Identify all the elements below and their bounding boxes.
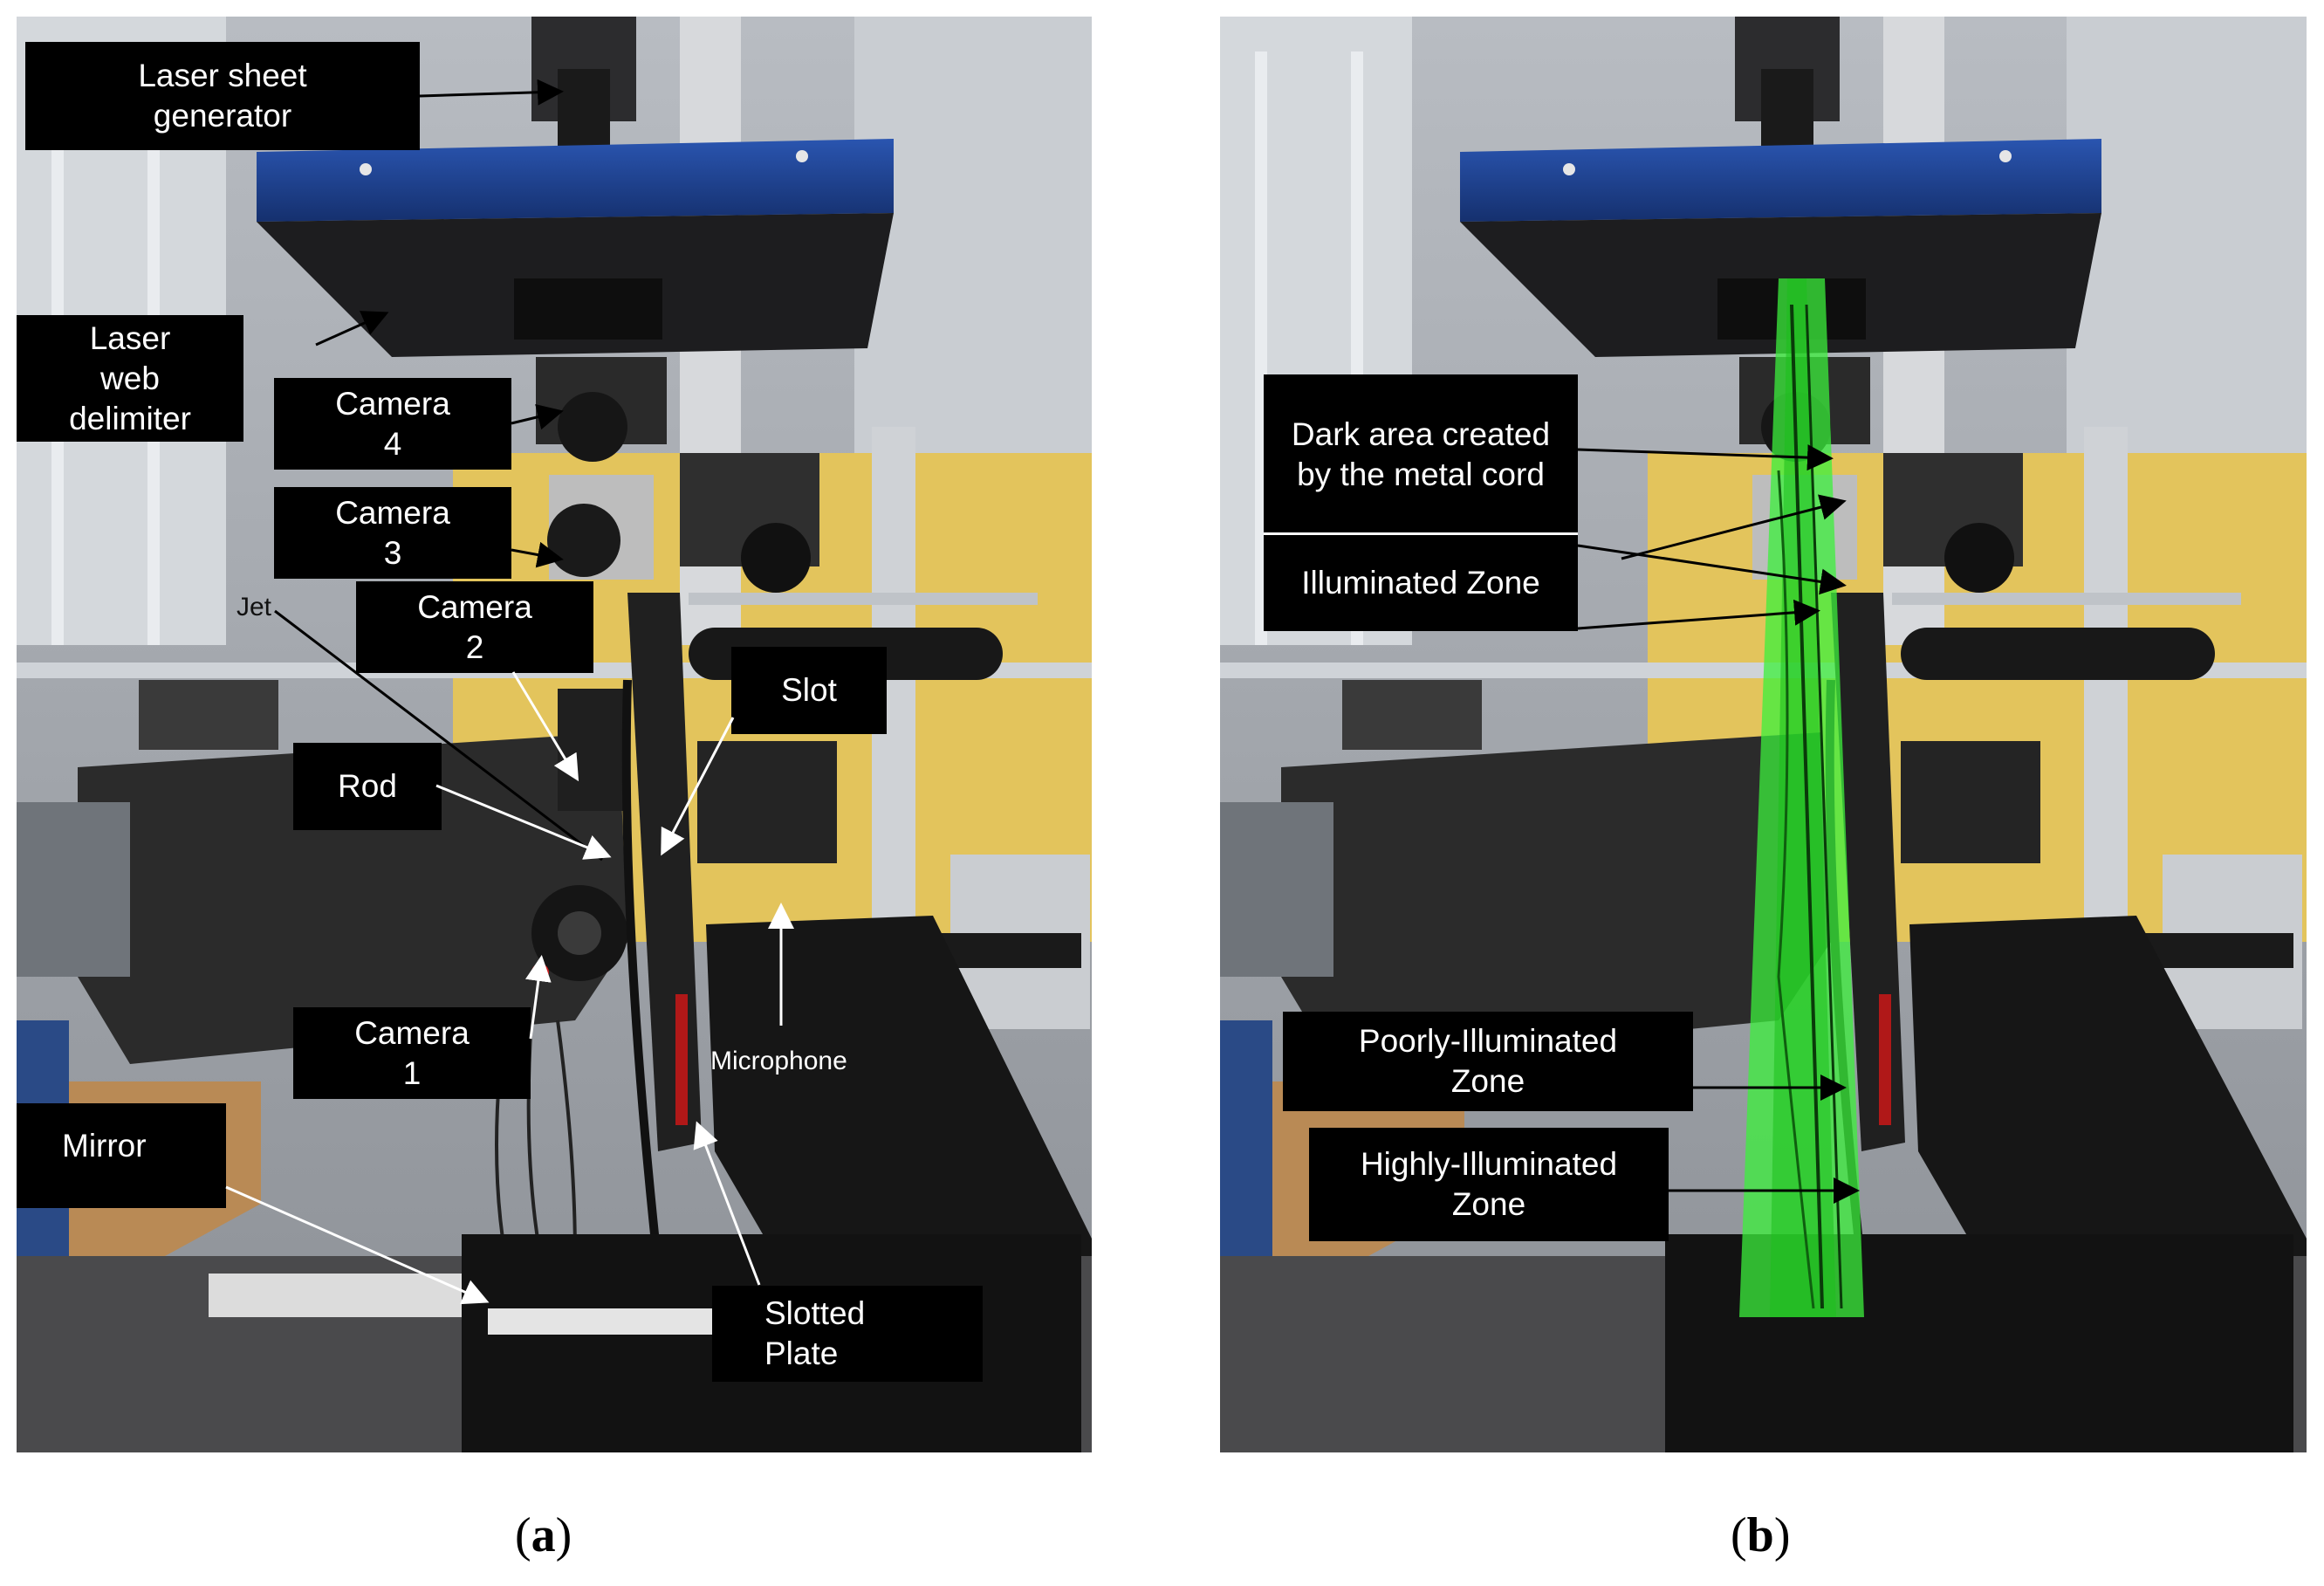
caption-b: (b) — [1731, 1508, 1791, 1562]
label-microphone: Microphone — [710, 1047, 847, 1075]
label-slot: Slot — [731, 647, 887, 734]
experimental-setup-photo-a — [17, 17, 1092, 1452]
label-camera-3: Camera 3 — [274, 487, 511, 579]
label-illuminated-zone: Illuminated Zone — [1264, 535, 1578, 631]
label-laser-web-delimiter: Laser web delimiter — [17, 315, 243, 442]
photo-panel-b: Dark area created by the metal cord Illu… — [1220, 17, 2307, 1452]
label-dark-area: Dark area created by the metal cord — [1264, 374, 1578, 535]
label-laser-sheet-generator: Laser sheet generator — [25, 42, 420, 150]
photo-panel-a: Laser sheet generator Laser web delimite… — [17, 17, 1092, 1452]
caption-a: (a) — [515, 1508, 572, 1562]
label-highly-illuminated-zone: Highly-Illuminated Zone — [1309, 1128, 1669, 1241]
label-slotted-plate: Slotted Plate — [712, 1286, 983, 1382]
label-mirror: Mirror — [17, 1103, 226, 1208]
label-rod: Rod — [293, 743, 442, 830]
label-separator — [1264, 532, 1578, 535]
label-camera-4: Camera 4 — [274, 378, 511, 470]
label-camera-1: Camera 1 — [293, 1007, 531, 1099]
label-jet: Jet — [237, 593, 272, 621]
label-camera-2: Camera 2 — [356, 581, 593, 673]
label-poorly-illuminated-zone: Poorly-Illuminated Zone — [1283, 1012, 1693, 1111]
